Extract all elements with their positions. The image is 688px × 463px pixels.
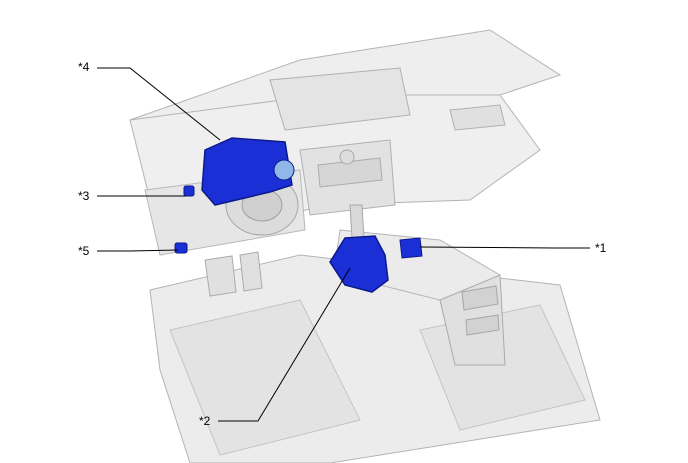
leader-line-5 (97, 249, 179, 252)
shift-column (349, 204, 365, 239)
callout-label-2: *2 (199, 414, 211, 428)
pedals (204, 251, 263, 297)
part-3 (183, 185, 195, 197)
rear-vents (461, 285, 499, 311)
leader-line-2 (218, 267, 351, 422)
leader-line-1 (419, 246, 590, 249)
callout-label-1: *1 (595, 241, 607, 255)
dashboard (129, 67, 541, 256)
callout-label-3: *3 (78, 189, 90, 203)
center-display (269, 67, 411, 131)
part-4-combination-meter (201, 137, 293, 206)
part-1 (399, 237, 423, 259)
leader-lines (97, 67, 590, 422)
callout-label-5: *5 (78, 244, 90, 258)
leader-line-4 (97, 67, 221, 141)
part-5 (174, 242, 188, 254)
callout-label-4: *4 (78, 60, 90, 74)
